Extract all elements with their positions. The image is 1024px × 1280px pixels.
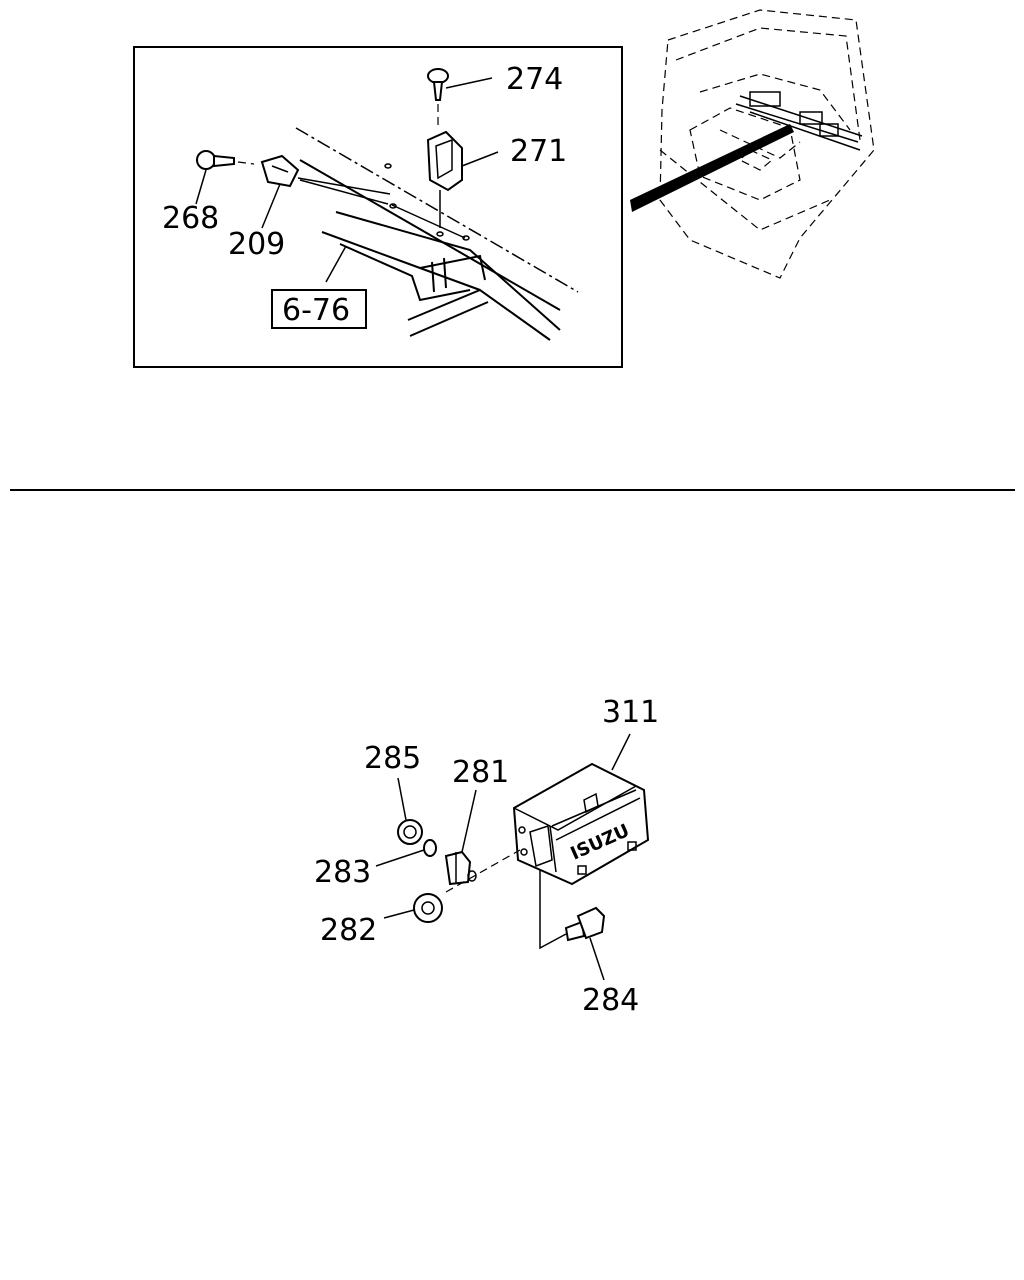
floor-panel-outline: [295, 127, 579, 341]
relay-assembly: ISUZU: [314, 695, 659, 1018]
relay-housing-311-icon: ISUZU: [512, 762, 650, 886]
screw-274-icon: [427, 68, 449, 126]
callout-268: 268: [162, 201, 219, 236]
bottom-leaders: [375, 733, 631, 981]
callout-285: 285: [364, 741, 421, 776]
detail-inset: 274 271 268 209 6-76: [133, 46, 623, 368]
callout-274: 274: [506, 62, 563, 97]
clip-nut-209-icon: [260, 154, 391, 205]
callout-283: 283: [314, 855, 371, 890]
inset-frame: [133, 46, 623, 368]
callout-209: 209: [228, 227, 285, 262]
locator-pointer: [630, 124, 794, 212]
callout-271: 271: [510, 134, 567, 169]
callout-281: 281: [452, 755, 509, 790]
clip-271-icon: [426, 130, 463, 228]
top-leaders: [195, 77, 499, 283]
flange-nut-282-icon: [413, 893, 443, 923]
bracket-281-icon: [444, 850, 477, 886]
callout-284: 284: [582, 983, 639, 1018]
callout-311: 311: [602, 695, 659, 730]
bolt-284-icon: [564, 906, 606, 942]
callout-282: 282: [320, 913, 377, 948]
cab-overview: [659, 9, 875, 279]
washer-283-icon: [423, 839, 437, 857]
screw-268-icon: [196, 150, 255, 170]
nut-285-icon: [397, 819, 423, 845]
cab-fuse-box: [749, 91, 781, 107]
reference-label: 6-76: [282, 293, 350, 328]
reference-box: [271, 289, 367, 329]
